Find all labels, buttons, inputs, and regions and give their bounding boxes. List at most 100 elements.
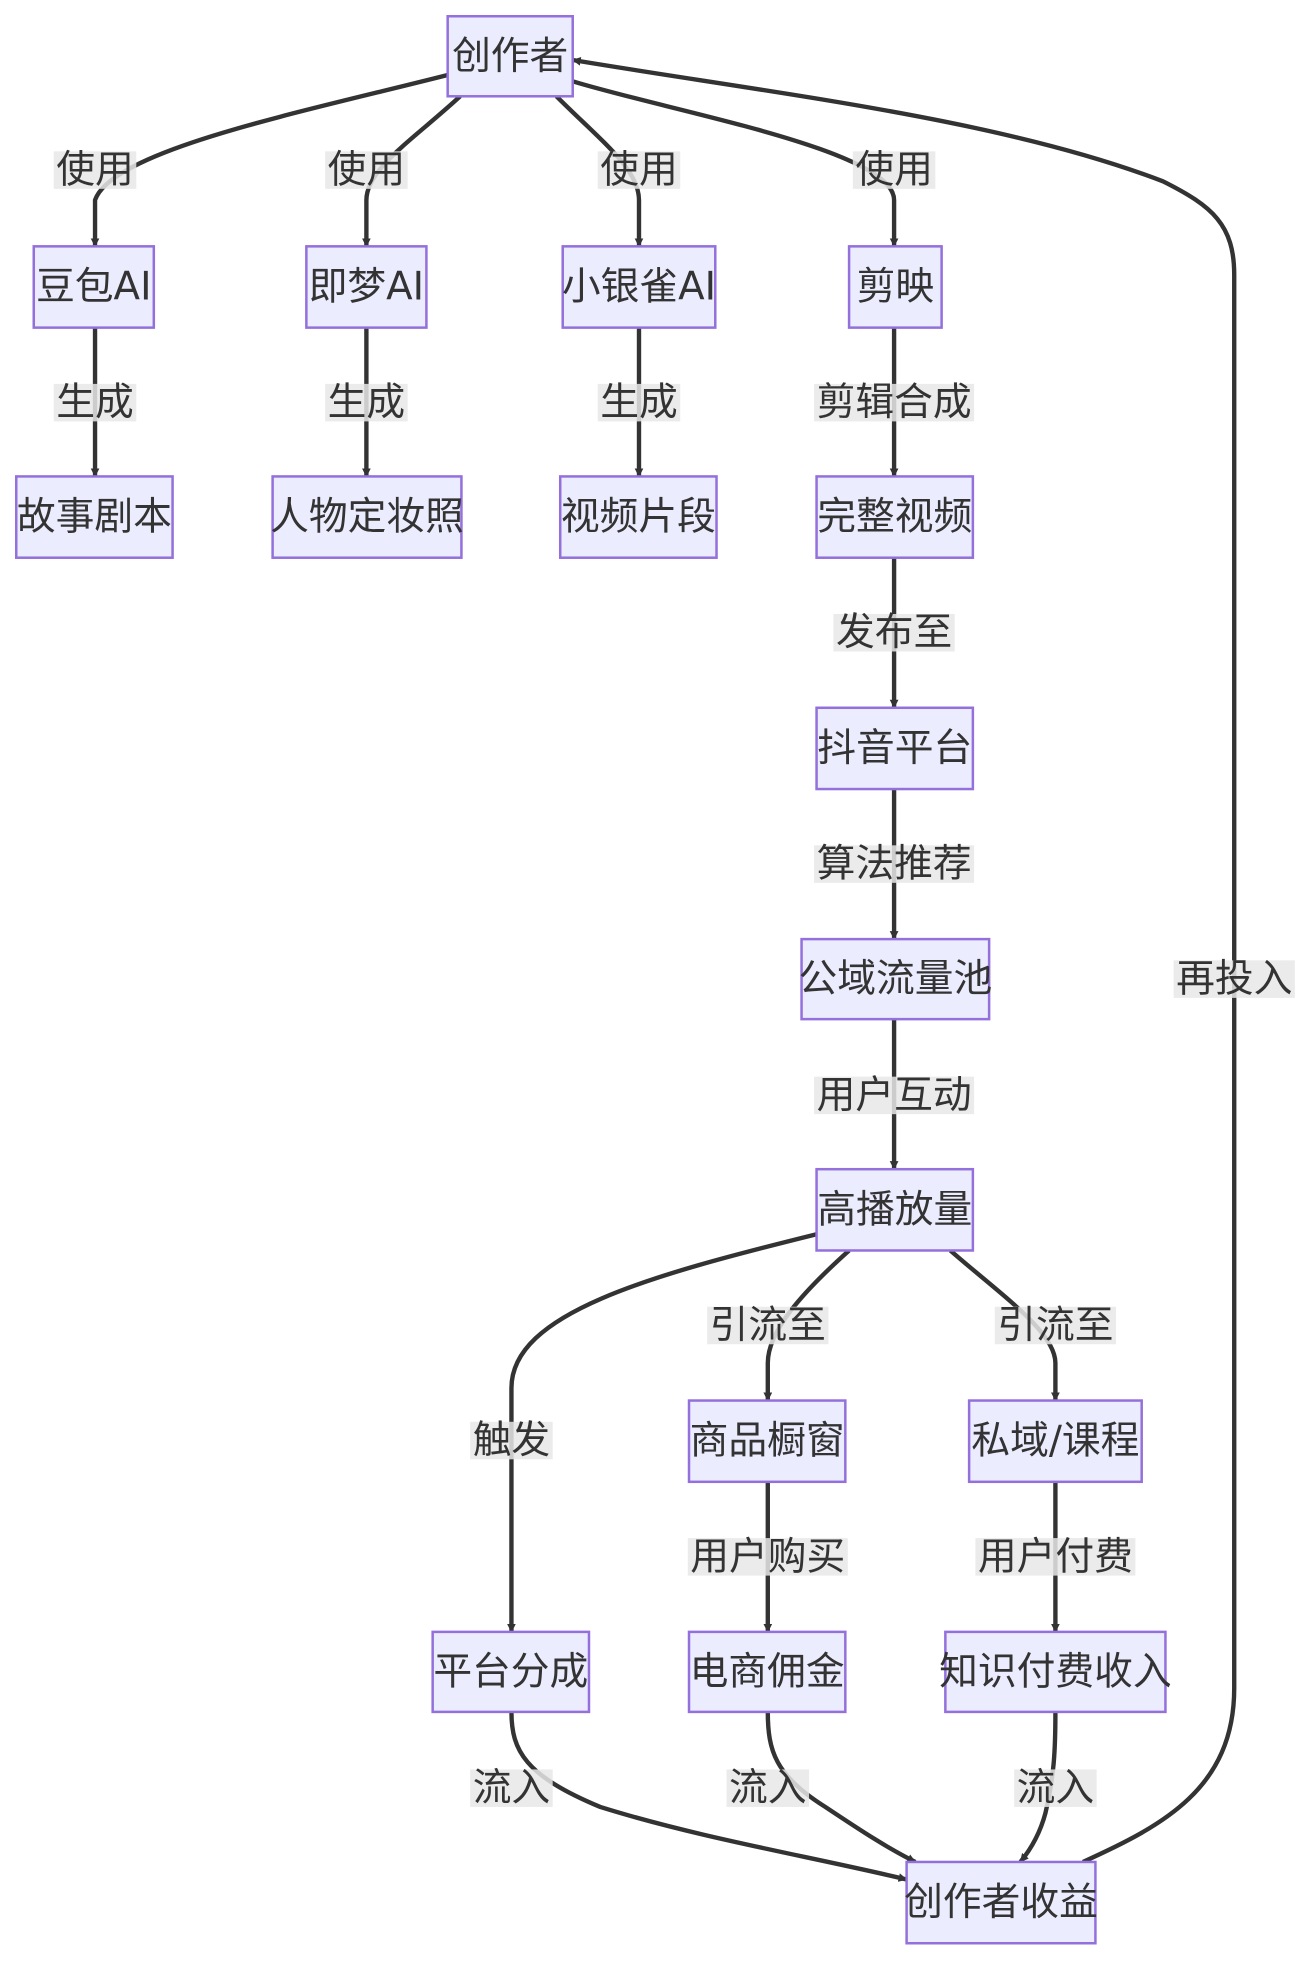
- edge-label-text: 引流至: [710, 1303, 826, 1348]
- edge-label-creator-to-xiaoyinque: 使用: [597, 148, 681, 193]
- edge-label-private-to-knowledge: 用户付费: [975, 1534, 1136, 1579]
- edge-label-background: [852, 151, 936, 189]
- edge-label-background: [726, 1769, 810, 1807]
- node-label: 公域流量池: [798, 957, 992, 1002]
- node-label: 高播放量: [817, 1187, 972, 1232]
- edges-layer: [90, 57, 1237, 1882]
- edge-label-shop-to-commission: 用户购买: [687, 1534, 848, 1579]
- edge-label-text: 算法推荐: [817, 842, 972, 887]
- edge-label-background: [975, 1538, 1136, 1576]
- edge-label-income-to-creator: 再投入: [1173, 957, 1295, 1002]
- edge-label-background: [707, 1306, 829, 1345]
- node-label: 创作者: [452, 34, 568, 79]
- node-label: 私域/课程: [971, 1419, 1139, 1464]
- node-jianying: 剪映: [847, 245, 943, 329]
- edge-label-text: 用户购买: [690, 1534, 845, 1579]
- edge-label-text: 流入: [1017, 1766, 1095, 1811]
- node-xiaoyinque: 小银雀AI: [561, 245, 717, 329]
- node-video: 完整视频: [815, 475, 975, 559]
- edge-label-doubao-to-script: 生成: [53, 380, 137, 425]
- edge-label-background: [325, 151, 408, 189]
- node-commission: 电商佣金: [687, 1630, 847, 1714]
- edge-label-knowledge-to-income: 流入: [1014, 1766, 1097, 1811]
- node-label: 故事剧本: [17, 495, 172, 540]
- edge-label-text: 触发: [473, 1418, 551, 1463]
- node-box: [905, 1860, 1097, 1945]
- edge-label-background: [687, 1538, 848, 1576]
- edge-label-text: 流入: [729, 1766, 807, 1811]
- node-share: 平台分成: [431, 1630, 591, 1714]
- node-box: [15, 475, 174, 559]
- edge-label-background: [1173, 960, 1295, 998]
- edge-label-background: [597, 383, 681, 422]
- node-box: [431, 1630, 591, 1714]
- node-photo: 人物定妆照: [270, 475, 464, 559]
- edge-label-text: 生成: [328, 380, 406, 425]
- edge-label-creator-to-jianying: 使用: [852, 148, 936, 193]
- edge-label-text: 再投入: [1176, 957, 1292, 1002]
- edge-label-xiaoyinque-to-clip: 生成: [597, 380, 681, 425]
- node-jimeng: 即梦AI: [305, 245, 428, 329]
- edge-label-text: 引流至: [997, 1303, 1113, 1348]
- node-script: 故事剧本: [15, 475, 174, 559]
- node-private: 私域/课程: [967, 1399, 1143, 1484]
- node-box: [687, 1399, 847, 1484]
- node-knowledge: 知识付费收入: [939, 1630, 1172, 1714]
- node-label: 即梦AI: [309, 264, 424, 309]
- edge-label-background: [325, 383, 408, 422]
- node-label: 小银雀AI: [562, 264, 716, 309]
- node-box: [800, 937, 991, 1021]
- node-label: 豆包AI: [36, 264, 151, 309]
- edge-label-background: [470, 1421, 553, 1460]
- node-label: 人物定妆照: [270, 495, 464, 540]
- node-label: 剪映: [857, 264, 935, 309]
- node-label: 商品橱窗: [690, 1419, 845, 1464]
- node-box: [271, 475, 463, 559]
- node-shop: 商品橱窗: [687, 1399, 847, 1484]
- node-label: 电商佣金: [690, 1649, 845, 1694]
- node-pool: 公域流量池: [798, 937, 992, 1021]
- edge-label-plays-to-private: 引流至: [994, 1303, 1117, 1348]
- edge-knowledge-to-income: [1018, 1711, 1058, 1864]
- edge-label-text: 剪辑合成: [817, 380, 972, 425]
- edge-label-background: [53, 383, 137, 422]
- node-clip: 视频片段: [558, 475, 718, 559]
- node-box: [305, 245, 428, 329]
- node-label: 知识付费收入: [939, 1649, 1172, 1694]
- edge-label-background: [994, 1306, 1117, 1345]
- node-plays: 高播放量: [815, 1167, 975, 1252]
- node-doubao: 豆包AI: [32, 245, 156, 329]
- node-box: [967, 1399, 1143, 1484]
- edge-plays-to-share: [507, 1232, 818, 1633]
- edge-label-creator-to-doubao: 使用: [53, 148, 137, 193]
- edge-label-background: [833, 613, 955, 652]
- edge-label-text: 使用: [328, 148, 406, 193]
- edge-label-creator-to-jimeng: 使用: [325, 148, 408, 193]
- node-box: [446, 15, 574, 98]
- edge-label-video-to-douyin: 发布至: [833, 610, 955, 655]
- node-label: 平台分成: [433, 1649, 588, 1694]
- node-creator: 创作者: [446, 15, 574, 98]
- node-box: [558, 475, 718, 559]
- edge-label-text: 用户付费: [978, 1534, 1133, 1579]
- edge-label-text: 发布至: [836, 610, 952, 655]
- edge-label-background: [1014, 1769, 1097, 1807]
- edge-label-background: [814, 383, 975, 422]
- node-box: [944, 1630, 1167, 1714]
- edge-label-background: [814, 845, 975, 883]
- edge-label-background: [597, 151, 681, 189]
- node-label: 创作者收益: [904, 1880, 1098, 1925]
- edge-label-pool-to-plays: 用户互动: [814, 1073, 975, 1118]
- edge-label-text: 生成: [56, 380, 134, 425]
- edge-label-text: 使用: [56, 148, 134, 193]
- edge-label-plays-to-share: 触发: [470, 1418, 553, 1463]
- edge-label-background: [814, 1076, 975, 1115]
- node-douyin: 抖音平台: [815, 706, 975, 791]
- edge-label-jianying-to-video: 剪辑合成: [814, 380, 975, 425]
- edge-label-plays-to-shop: 引流至: [707, 1303, 829, 1348]
- edge-label-douyin-to-pool: 算法推荐: [814, 842, 975, 887]
